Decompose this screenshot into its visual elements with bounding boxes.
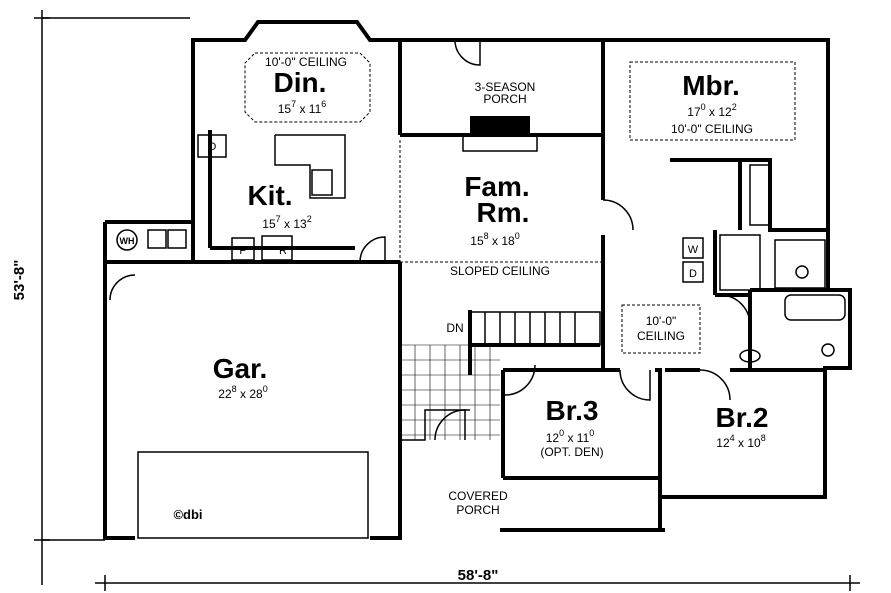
- copyright: ©dbi: [173, 507, 202, 522]
- br2-name: Br.2: [716, 402, 769, 433]
- covered-porch-label-1: COVERED: [448, 489, 508, 503]
- foyer-tile: [402, 344, 500, 440]
- family-room-name-2: Rm.: [477, 197, 530, 228]
- water-heater-label: WH: [120, 236, 135, 246]
- br2-size: 124 x 108: [716, 433, 765, 450]
- fixtures: WH W D P R O: [116, 134, 704, 283]
- dining-room-name: Din.: [274, 67, 327, 98]
- interior-walls: [208, 40, 828, 478]
- pantry-label: P: [239, 245, 246, 257]
- dining-ceiling-outline: [244, 52, 371, 123]
- dining-ceiling-label: 10'-0" CEILING: [265, 55, 347, 69]
- master-ceiling-label: 10'-0" CEILING: [671, 122, 753, 136]
- garage-door: [137, 451, 369, 539]
- washer-label: W: [688, 244, 699, 256]
- stair-down-label: DN: [446, 321, 463, 335]
- toilet-master: [795, 265, 809, 279]
- kitchen-island: [274, 134, 346, 199]
- master-vanity: [749, 164, 771, 226]
- porch3-label-2: PORCH: [483, 92, 526, 106]
- shower-hall: [719, 234, 761, 291]
- refrigerator-label: R: [279, 245, 287, 257]
- bathtub: [784, 294, 846, 321]
- garage-size: 228 x 280: [218, 384, 267, 401]
- depth-dimension: 53'-8": [11, 260, 28, 301]
- master-name: Mbr.: [682, 70, 740, 101]
- door-swings: [109, 39, 751, 441]
- kitchen-size: 157 x 132: [262, 214, 311, 231]
- porch3-label-1: 3-SEASON: [475, 80, 536, 94]
- toilet: [821, 343, 835, 357]
- garage-name: Gar.: [213, 353, 267, 384]
- hearth: [462, 134, 538, 152]
- stairs: [469, 311, 601, 346]
- sloped-ceiling-label: SLOPED CEILING: [450, 264, 550, 278]
- dimension-lines: [34, 10, 860, 591]
- master-ceiling-outline: [629, 61, 796, 141]
- width-dimension: 58'-8": [458, 567, 499, 584]
- hall-ceiling-label-2: CEILING: [637, 329, 685, 343]
- fireplace: [470, 116, 530, 134]
- hall-ceiling-label-1: 10'-0": [646, 314, 677, 328]
- covered-porch-label-2: PORCH: [456, 503, 499, 517]
- family-room-size: 158 x 180: [470, 231, 519, 248]
- kitchen-name: Kit.: [247, 180, 292, 211]
- oven-label: O: [208, 141, 217, 153]
- hall-ceiling-outline: [621, 304, 701, 354]
- br3-name: Br.3: [546, 395, 599, 426]
- br3-note: (OPT. DEN): [540, 445, 603, 459]
- shower: [774, 239, 826, 289]
- cooktop: [311, 169, 333, 196]
- dryer-label: D: [689, 268, 697, 280]
- master-size: 170 x 122: [687, 102, 736, 119]
- br3-size: 120 x 110: [546, 428, 595, 445]
- sink: [739, 349, 761, 363]
- dining-size: 157 x 116: [278, 99, 327, 116]
- family-room-name-1: Fam.: [464, 171, 529, 202]
